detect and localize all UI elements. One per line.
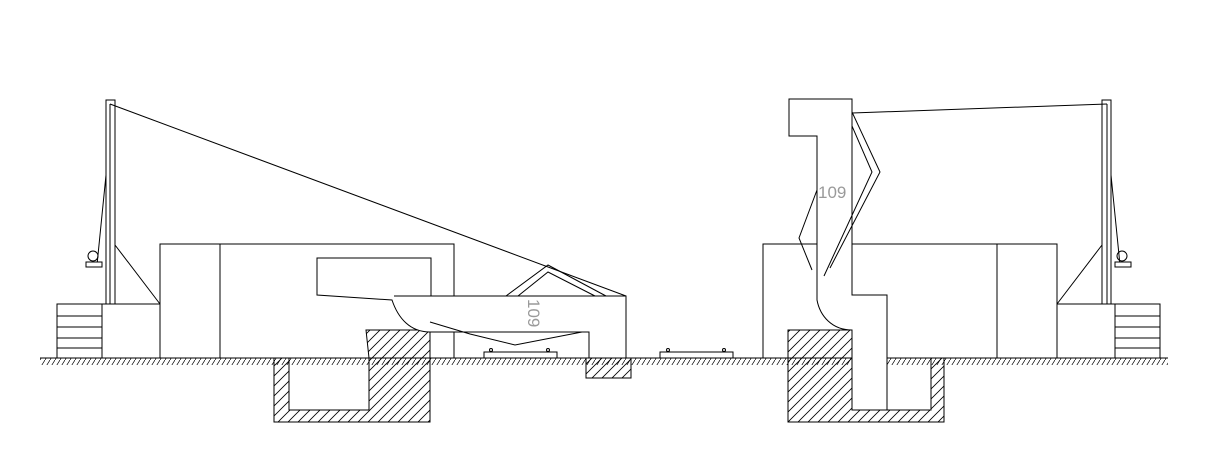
- left-counterweight: [56, 303, 161, 359]
- right-counterweight: [1056, 303, 1161, 359]
- center-ground-plate: [659, 348, 734, 359]
- right-member-label: 109: [818, 183, 846, 202]
- left-foundation-pit: [273, 329, 431, 423]
- left-ground-plate: [483, 348, 558, 359]
- left-crane-mast: [85, 99, 161, 305]
- left-section: 109: [56, 99, 734, 423]
- right-section: 109: [762, 98, 1161, 423]
- left-support-block: [585, 357, 632, 379]
- left-beam-member: 109: [316, 257, 627, 359]
- left-cable: [109, 103, 627, 297]
- right-cable: [851, 103, 1108, 114]
- right-column-member: 109: [788, 98, 888, 411]
- left-member-label: 109: [524, 299, 543, 327]
- right-crane-mast: [1056, 99, 1132, 305]
- right-machine-body: [762, 243, 1058, 359]
